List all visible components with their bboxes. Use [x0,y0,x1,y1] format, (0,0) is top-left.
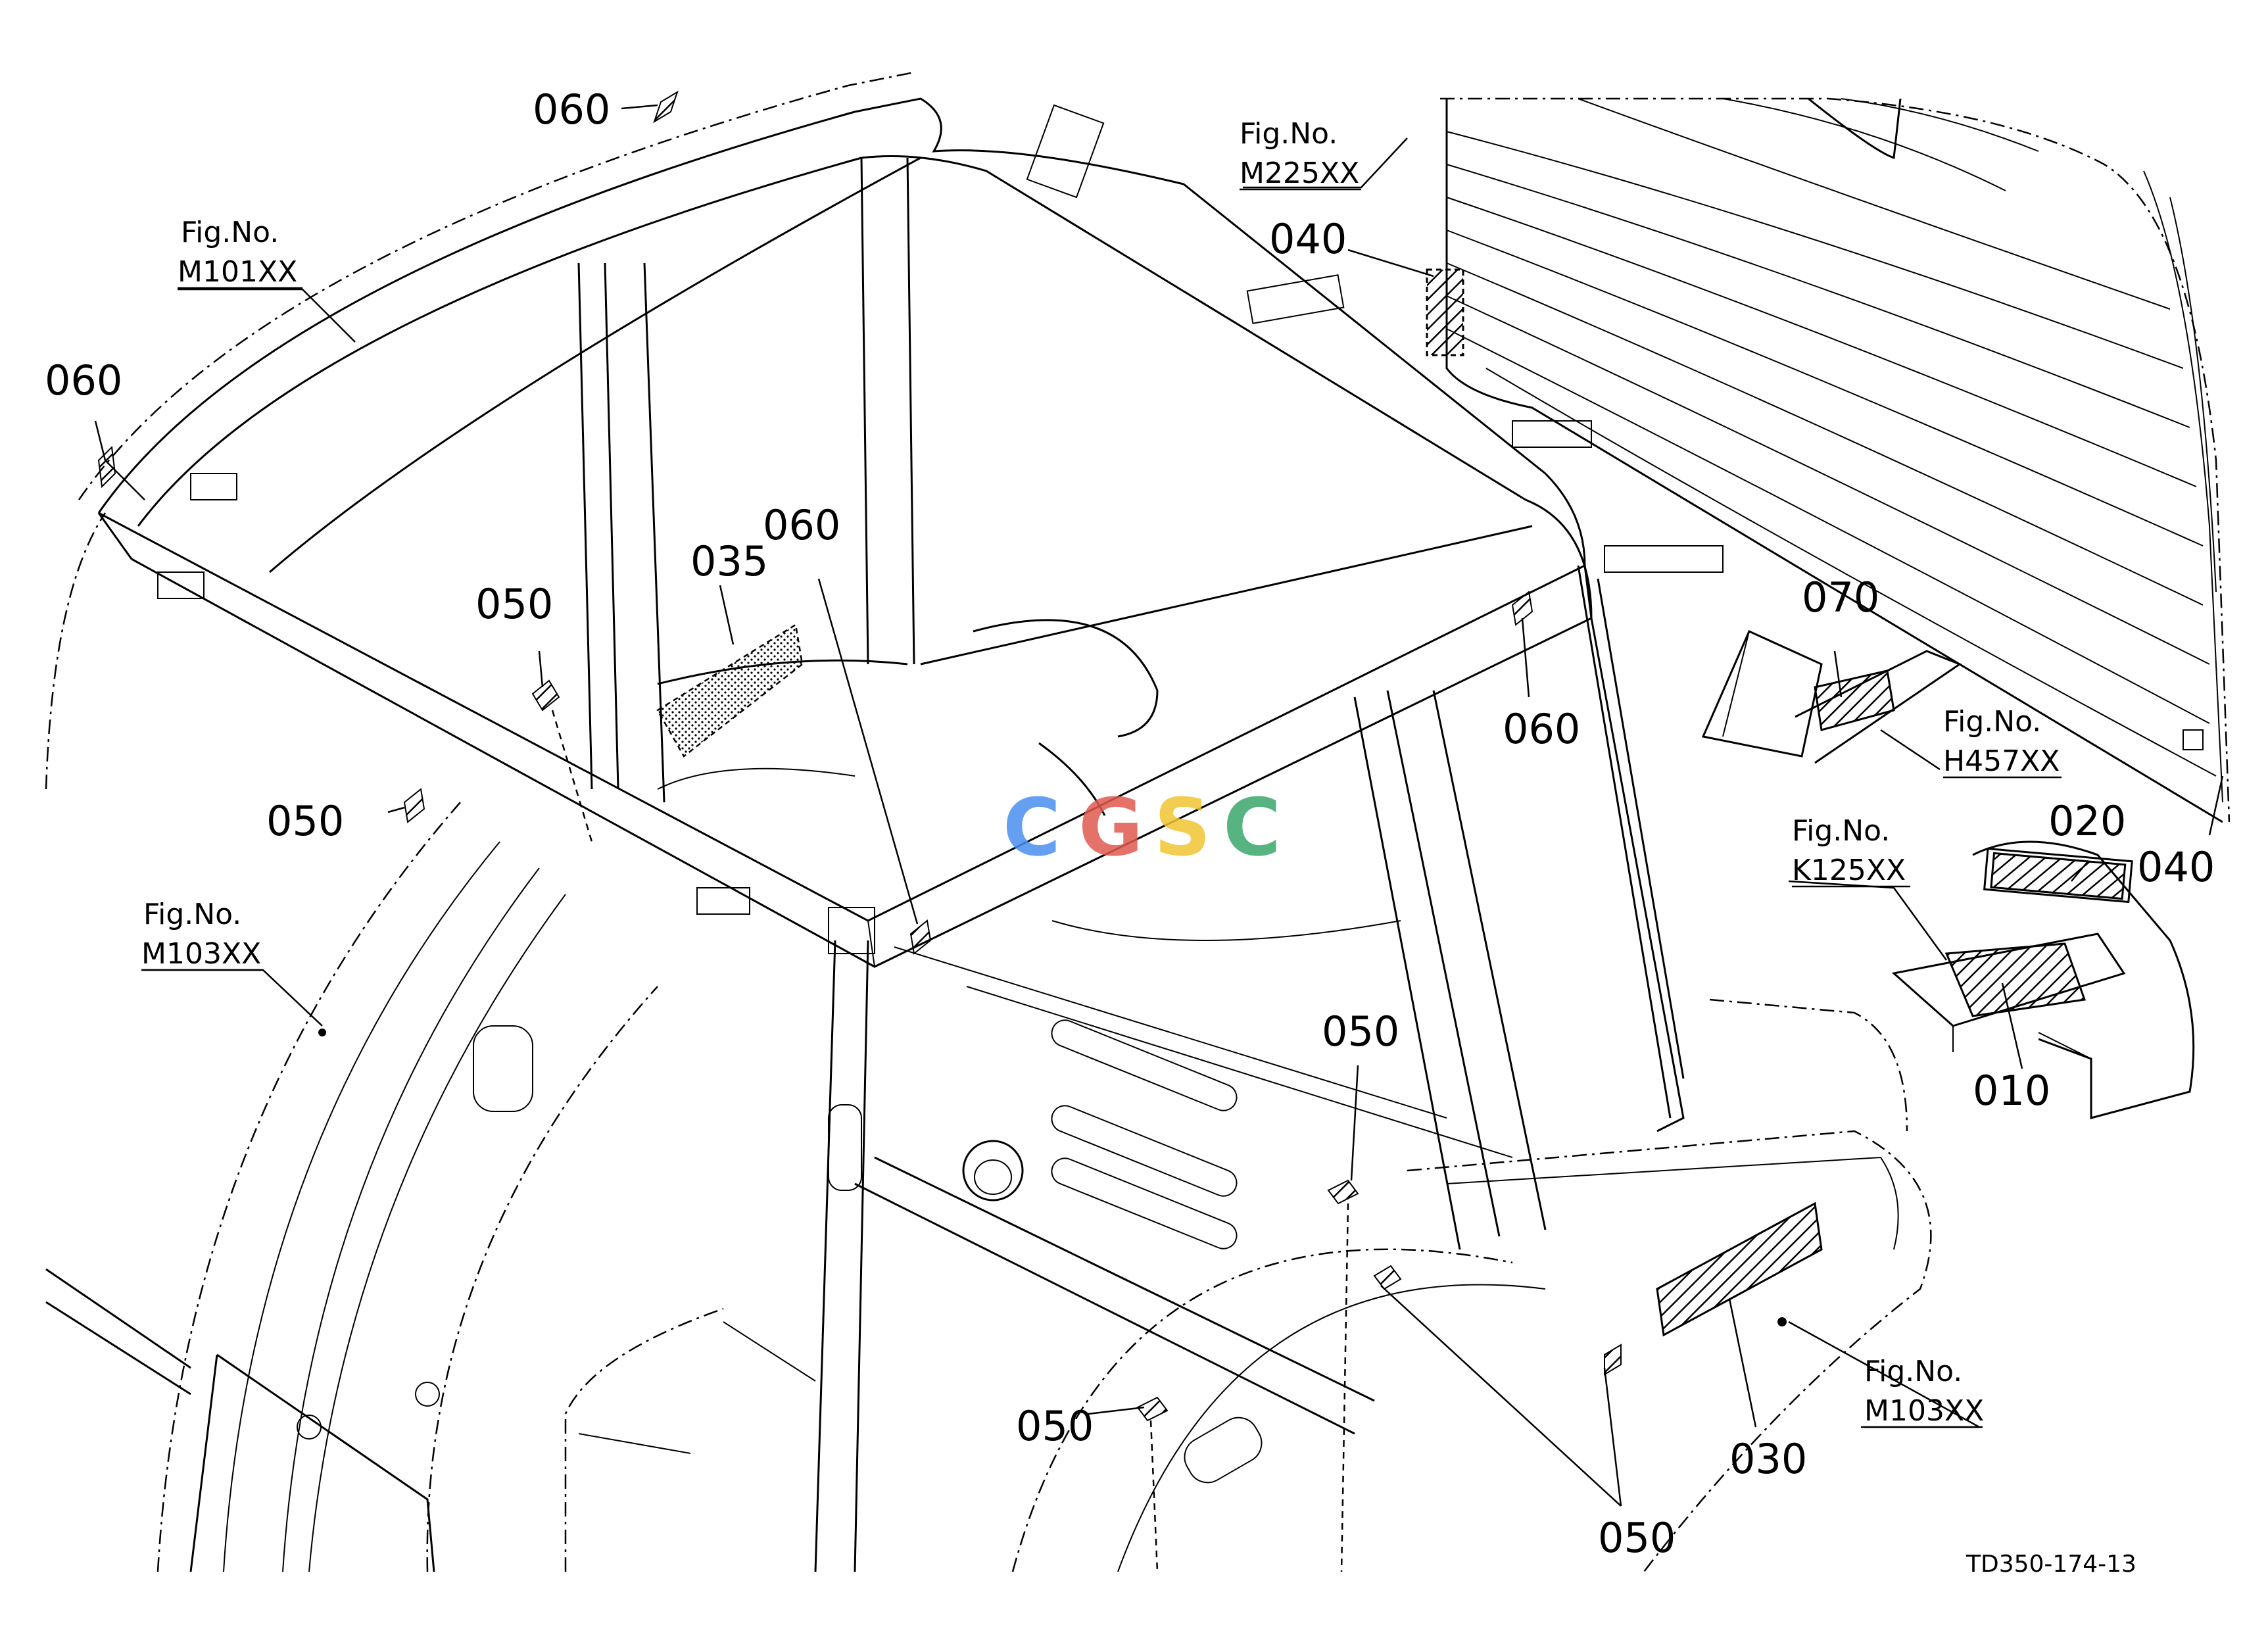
fig-ref-k125: K125XX [1792,854,1906,887]
callout-010: 010 [1973,1067,2050,1115]
fig-ref-m103-right: M103XX [1864,1394,1984,1428]
callout-040-top: 040 [1269,215,1347,263]
callout-050-left: 050 [266,797,344,845]
rear-window-glass [1440,97,2231,823]
fig-label-m103-left: Fig.No. [143,898,241,931]
callout-050-bottom: 050 [1016,1402,1094,1450]
figure-references: Fig.No. M101XX Fig.No. M225XX Fig.No. H4… [141,117,2060,1428]
callout-020: 020 [2048,797,2126,845]
fig-ref-m103-left: M103XX [141,937,261,971]
decal-diamonds [97,90,1622,1422]
callout-035: 035 [690,537,768,585]
callout-050-upper: 050 [475,580,553,628]
fig-label-h457: Fig.No. [1943,705,2041,739]
callout-labels: 060 060 060 060 050 050 050 050 050 035 … [45,85,2215,1562]
watermark-letter-4: C [1223,783,1281,874]
decal-020 [1990,852,2127,900]
fig-underlines [141,188,2062,1428]
decal-035 [656,623,804,758]
decal-030 [1656,1201,1823,1337]
callout-050-right: 050 [1598,1514,1676,1562]
fig-label-m225: Fig.No. [1240,117,1338,151]
watermark-letter-2: G [1078,783,1144,874]
decal-070 [1814,669,1895,731]
fig-label-k125: Fig.No. [1792,814,1890,848]
cab-roof-frame [78,71,1724,1572]
watermark-logo: C G S C [1003,783,1281,874]
watermark-letter-1: C [1003,783,1061,874]
watermark-letter-3: S [1154,783,1211,874]
callout-040-right: 040 [2137,843,2215,891]
callout-060-right: 060 [1503,705,1580,753]
step-k125 [1891,840,2195,1119]
callout-050-center: 050 [1322,1007,1399,1056]
decal-010 [1944,942,2087,1017]
callout-070: 070 [1802,573,1879,621]
callout-060-top: 060 [533,85,610,133]
fig-label-m103-right: Fig.No. [1864,1355,1962,1388]
callout-060-left: 060 [45,356,122,404]
decal-040-top [1426,268,1464,356]
cab-lower-body [45,512,1932,1572]
fig-ref-m225: M225XX [1240,157,1359,190]
fig-ref-m101: M101XX [178,255,297,289]
callout-060-mid: 060 [763,501,840,549]
drawing-id: TD350-174-13 [1966,1551,2136,1578]
fig-ref-h457: H457XX [1943,744,2060,778]
fig-label-m101: Fig.No. [181,216,279,249]
callout-030: 030 [1729,1435,1807,1483]
